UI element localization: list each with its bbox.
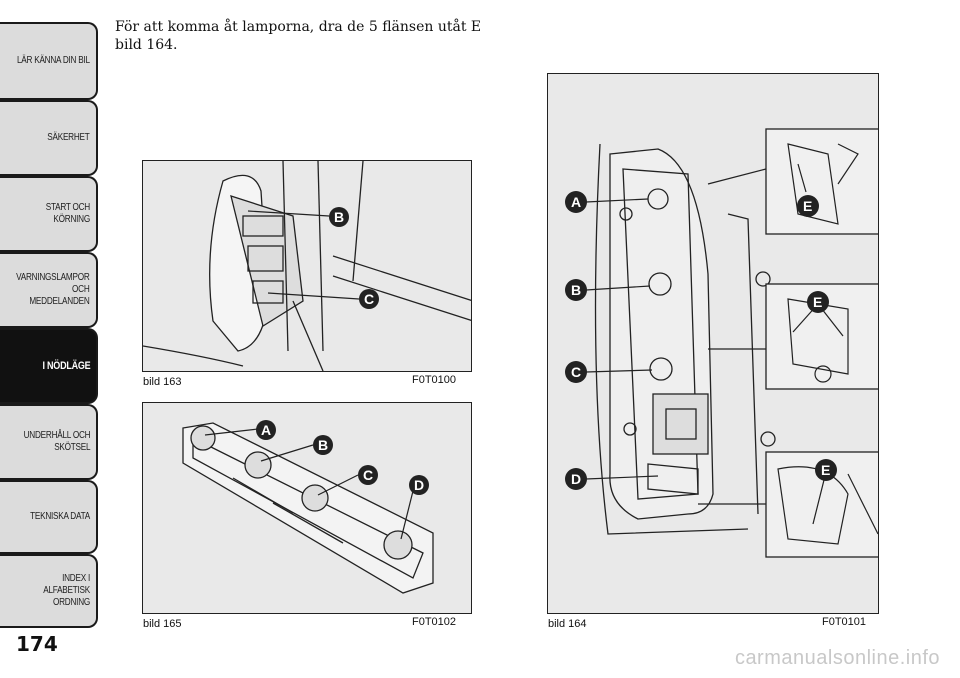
- marker-b: [313, 435, 333, 455]
- tab-label: VARNINGSLAMPOR OCH MEDDELANDEN: [16, 272, 91, 307]
- tab-varningslampor[interactable]: VARNINGSLAMPOR OCH MEDDELANDEN: [0, 252, 98, 328]
- watermark: carmanualsonline.info: [734, 647, 940, 669]
- svg-text:E: E: [813, 294, 822, 310]
- tab-index[interactable]: INDEX I ALFABETISK ORDNING: [0, 554, 98, 628]
- tab-label: I NÖDLÄGE: [42, 360, 90, 372]
- svg-text:C: C: [364, 291, 374, 307]
- svg-text:A: A: [571, 194, 581, 210]
- svg-text:D: D: [571, 471, 581, 487]
- chapter-nav: LÄR KÄNNA DIN BIL SÄKERHET START OCH KÖR…: [0, 0, 100, 640]
- tab-sakerhet[interactable]: SÄKERHET: [0, 100, 98, 176]
- tab-underhall-och-skotsel[interactable]: UNDERHÅLL OCH SKÖTSEL: [0, 404, 98, 480]
- svg-text:B: B: [571, 282, 581, 298]
- svg-text:C: C: [363, 467, 373, 483]
- marker-e-3: [815, 459, 837, 481]
- marker-c: [358, 465, 378, 485]
- marker-d: [409, 475, 429, 495]
- figure-163: B C: [142, 160, 472, 372]
- tab-i-nodlage[interactable]: I NÖDLÄGE: [0, 328, 98, 404]
- marker-a: [565, 191, 587, 213]
- figure-164-caption: bild 164: [548, 618, 587, 630]
- tab-label: UNDERHÅLL OCH SKÖTSEL: [23, 430, 90, 453]
- figure-163-caption: bild 163: [143, 376, 182, 388]
- marker-b: [329, 207, 349, 227]
- tab-label: SÄKERHET: [47, 132, 90, 143]
- tab-label: LÄR KÄNNA DIN BIL: [17, 55, 90, 66]
- figure-164: A B C D E E E: [547, 73, 879, 614]
- tab-start-och-korning[interactable]: START OCH KÖRNING: [0, 176, 98, 252]
- svg-text:C: C: [571, 364, 581, 380]
- marker-c: [359, 289, 379, 309]
- marker-c: [565, 361, 587, 383]
- tab-label: TEKNISKA DATA: [30, 511, 90, 522]
- intro-text: För att komma åt lamporna, dra de 5 flän…: [115, 19, 482, 53]
- marker-e-2: [807, 291, 829, 313]
- bulb-holder-illustration: A B C D: [182, 420, 434, 594]
- svg-text:A: A: [261, 422, 271, 438]
- rear-light-unit-illustration: A B C D E E E: [565, 128, 878, 558]
- svg-text:D: D: [414, 477, 424, 493]
- marker-d: [565, 468, 587, 490]
- svg-text:B: B: [334, 209, 344, 225]
- svg-text:E: E: [821, 462, 830, 478]
- figure-163-code: F0T0100: [412, 374, 457, 386]
- tab-lar-kanna-din-bil[interactable]: LÄR KÄNNA DIN BIL: [0, 22, 98, 100]
- marker-e-1: [797, 195, 819, 217]
- figure-165-code: F0T0102: [412, 616, 457, 628]
- marker-a: [256, 420, 276, 440]
- tab-label: INDEX I ALFABETISK ORDNING: [43, 573, 90, 608]
- tab-label: START OCH KÖRNING: [45, 202, 91, 225]
- taillight-housing-illustration: B C: [143, 161, 471, 371]
- tab-tekniska-data[interactable]: TEKNISKA DATA: [0, 480, 98, 554]
- page-number: 174: [16, 632, 58, 656]
- figure-165: A B C D: [142, 402, 472, 614]
- marker-b: [565, 279, 587, 301]
- figure-164-code: F0T0101: [822, 616, 867, 628]
- svg-text:B: B: [318, 437, 328, 453]
- figure-165-caption: bild 165: [143, 618, 182, 630]
- svg-text:E: E: [803, 198, 812, 214]
